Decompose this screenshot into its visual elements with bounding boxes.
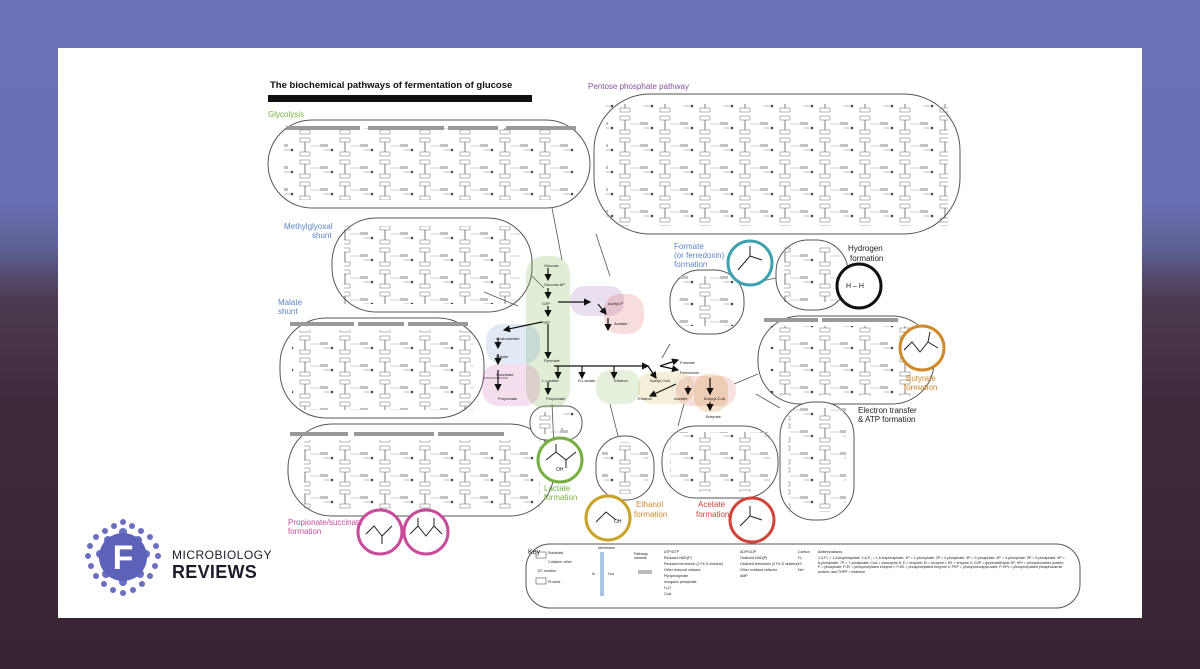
key-pi: Inorganic phosphate	[664, 580, 697, 584]
label-methylglyoxal-1: Methylglyoxal	[284, 222, 333, 231]
ethanol-molecule	[584, 494, 632, 542]
key-nadh: Reduced NAD(P)	[664, 556, 692, 560]
met-pep: PEP	[542, 320, 551, 325]
met-butyrylcoa: Butyryl-CoA	[704, 396, 726, 401]
met-propionate: Propionate	[498, 396, 518, 401]
figure-title: The biochemical pathways of fermentation…	[270, 80, 513, 91]
figure-card: The biochemical pathways of fermentation…	[58, 48, 1142, 618]
key-nad: Oxidized NAD(P)	[740, 556, 768, 560]
key-hplus: H⁺	[798, 562, 803, 566]
met-lactate-d: D-Lactate	[578, 378, 596, 383]
label-methylglyoxal-2: shunt	[312, 231, 332, 240]
key-ppi: Pyrophosphate	[664, 574, 689, 578]
pathway-diagram	[267, 93, 1081, 609]
label-propionate-1: Propionate/succinate	[288, 518, 363, 527]
label-formate-1: Formate	[674, 242, 704, 251]
met-lactate-l: L-Lactate	[542, 378, 559, 383]
key-ec-number: EC number	[538, 569, 557, 573]
butyrate-molecule	[898, 324, 946, 372]
key-coa: CoA	[664, 592, 671, 596]
hydrogen-formula: H – H	[846, 283, 864, 290]
key-abbr-text: 1,3-P₂ = 1,3-bisphosphate; 1,6-P₂ = 1,6-…	[818, 556, 1065, 574]
label-electron-1: Electron transfer	[858, 406, 917, 415]
label-malate-1: Malate	[278, 298, 303, 307]
key-carbon: Carbon	[798, 550, 810, 554]
key-fd-ox: Oxidized ferredoxin (2 Fe-S clusters)	[740, 562, 799, 566]
key-h2o: H₂O	[664, 586, 671, 590]
key-cofactor: Cofactor/ other	[548, 560, 572, 564]
key-h2: H₂	[798, 556, 802, 560]
met-pyruvate: Pyruvate	[544, 358, 560, 363]
label-lactate-2: formation	[544, 493, 578, 502]
microbiology-reviews-logo-icon: F	[85, 519, 161, 596]
logo-line-2: REVIEWS	[172, 562, 258, 582]
met-glucose6p: Glucose-6P	[544, 282, 565, 287]
key-amp: AMP	[740, 574, 748, 578]
propionate-molecule	[356, 508, 404, 556]
met-glucose: Glucose	[544, 263, 559, 268]
label-acetate-1: Acetate	[698, 500, 726, 509]
met-acetylcoa: Acetyl-CoA	[650, 378, 671, 383]
key-other-ox: Other oxidized cofactor	[740, 568, 777, 572]
label-pentose: Pentose phosphate pathway	[588, 82, 689, 91]
label-butyrate-2: formation	[904, 383, 938, 392]
key-abbr-title: Abbreviations	[818, 549, 843, 554]
label-propionate-2: formation	[288, 527, 322, 536]
label-electron-2: & ATP formation	[858, 415, 916, 424]
met-acetate-top: Acetate	[614, 321, 628, 326]
label-butyrate-1: Butyrate	[906, 374, 936, 383]
met-ethanol-low: Ethanol	[638, 396, 652, 401]
key-substrate: Substrate	[548, 551, 564, 555]
label-glycolysis: Glycolysis	[268, 110, 305, 119]
succinate-molecule	[402, 508, 450, 556]
met-acetylp: Acetyl-P	[608, 301, 623, 306]
met-formate: Formate	[680, 360, 695, 365]
key-na: Na⁺	[798, 568, 805, 572]
lactate-molecule	[536, 436, 584, 484]
label-hydrogen-1: Hydrogen	[848, 244, 883, 253]
key-pathway-variants: Pathway variants	[634, 552, 648, 560]
acetate-molecule	[728, 496, 776, 544]
met-malate: Malate	[496, 354, 509, 359]
logo-line-1: MICROBIOLOGY	[172, 548, 273, 562]
key-other-red: Other reduced cofactor	[664, 568, 701, 572]
key-membrane: Membrane	[598, 546, 616, 550]
key-product: Product	[548, 580, 561, 584]
key-adp: ADP/GDP	[740, 550, 757, 554]
label-hydrogen-2: formation	[850, 254, 884, 263]
met-propionate-2: Propionate	[546, 396, 566, 401]
ethanol-oh: OH	[614, 519, 622, 525]
met-ethanol-mid: Ethanol	[614, 378, 628, 383]
met-ferredoxin: Ferredoxin	[680, 370, 700, 375]
logo-letter: F	[113, 539, 134, 577]
lactate-oh: OH	[556, 467, 564, 473]
key-fd-red: Reduced ferredoxin (2 Fe-S clusters)	[664, 562, 723, 566]
key-atp: ATP/GTP	[664, 550, 680, 554]
key-in: In	[592, 572, 595, 576]
label-formate-3: formation	[674, 260, 708, 269]
label-key: Key	[528, 549, 541, 556]
label-ethanol-1: Ethanol	[636, 500, 664, 509]
met-butyrate: Butyrate	[706, 414, 721, 419]
label-malate-2: shunt	[278, 307, 298, 316]
hydrogen-molecule	[835, 262, 883, 310]
label-ethanol-2: formation	[634, 510, 668, 519]
label-acetate-2: formation	[696, 510, 730, 519]
label-lactate-1: Lactate	[544, 484, 571, 493]
key-out: Out	[608, 572, 614, 576]
met-oxaloacetate: Oxaloacetate	[496, 336, 520, 341]
key-box	[525, 543, 1081, 609]
formate-molecule	[726, 239, 774, 287]
met-succinate: Succinate	[496, 372, 514, 377]
title-underline	[268, 95, 532, 102]
met-g3p: G3P	[542, 301, 551, 306]
label-formate-2: (or ferredoxin)	[674, 251, 725, 260]
met-acetate-low: Acetate	[674, 396, 688, 401]
